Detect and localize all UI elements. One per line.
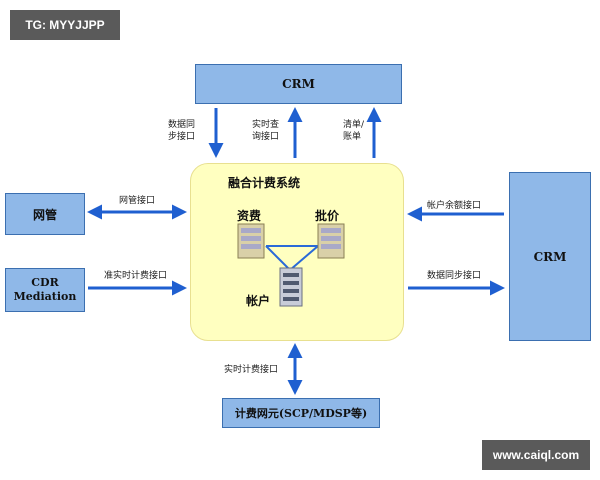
watermark-top-left: TG: MYYJJPP [10, 10, 120, 40]
label-data-sync-right: 数据同步接口 [427, 271, 482, 281]
account-server-icon [279, 267, 303, 307]
crm-right-box: CRM [509, 172, 591, 341]
billing-element-box: 计费网元(SCP/MDSP等) [222, 398, 380, 428]
label-netmgmt: 网管接口 [119, 196, 156, 206]
crm-top-box: CRM [195, 64, 402, 104]
rating-label: 批价 [315, 209, 340, 223]
wangguan-box: 网管 [5, 193, 85, 235]
account-label: 帐户 [246, 294, 271, 308]
mediation-label: Mediation [13, 290, 77, 303]
core-title: 融合计费系统 [228, 176, 301, 190]
cdr-mediation-box: CDR Mediation [5, 268, 85, 312]
billing-tariff-label: 资费 [237, 209, 262, 223]
internal-links [265, 245, 319, 271]
watermark-bottom-right: www.caiql.com [482, 440, 590, 470]
label-realtime-query: 实时查 询接口 [252, 120, 280, 142]
cdr-label: CDR [31, 276, 59, 289]
label-list: 清单/ 账单 [343, 120, 365, 142]
label-balance: 帐户余额接口 [427, 201, 482, 211]
label-data-sync-top: 数据同 步接口 [168, 120, 196, 142]
label-quasi-realtime: 准实时计费接口 [104, 271, 168, 281]
billing-server-icon [237, 223, 265, 259]
label-realtime-billing: 实时计费接口 [224, 365, 279, 375]
rating-server-icon [317, 223, 345, 259]
convergent-billing-system [190, 163, 404, 341]
